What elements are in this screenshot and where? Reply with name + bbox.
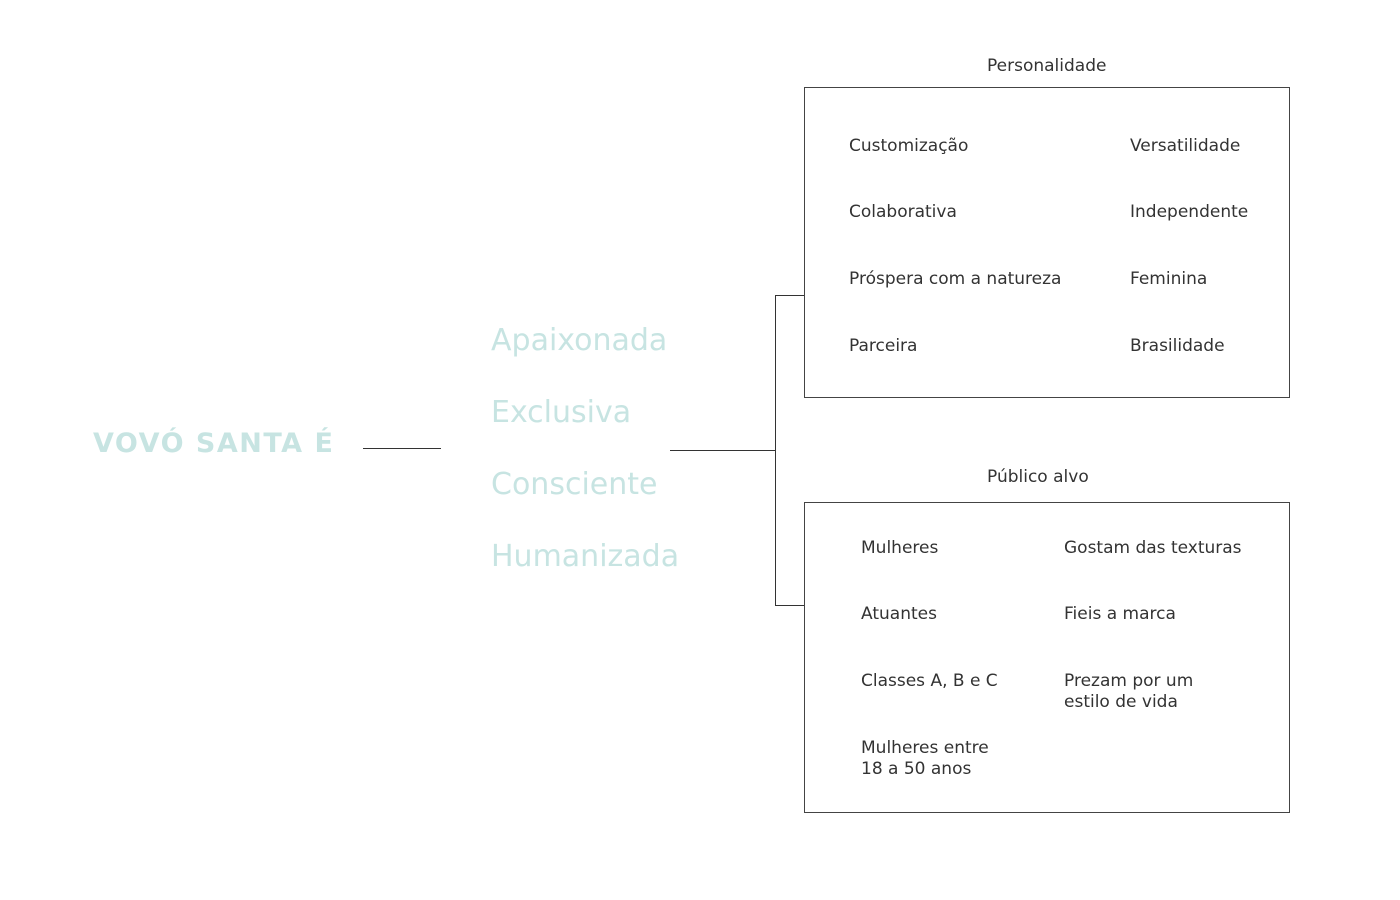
publico-alvo-item-multiline: Mulheres entre 18 a 50 anos <box>861 738 989 780</box>
publico-alvo-item: Atuantes <box>861 604 937 624</box>
publico-alvo-item-line: Prezam por um <box>1064 671 1194 691</box>
publico-alvo-item-line: Mulheres entre <box>861 738 989 758</box>
attribute-consciente: Consciente <box>491 467 658 502</box>
personalidade-item: Parceira <box>849 336 918 356</box>
attribute-humanizada: Humanizada <box>491 539 680 574</box>
publico-alvo-item: Mulheres <box>861 538 939 558</box>
publico-alvo-item: Classes A, B e C <box>861 671 998 691</box>
publico-alvo-title: Público alvo <box>987 467 1089 487</box>
publico-alvo-item-line: estilo de vida <box>1064 692 1178 712</box>
personalidade-item: Feminina <box>1130 269 1208 289</box>
attribute-exclusiva: Exclusiva <box>491 395 632 430</box>
publico-alvo-item: Fieis a marca <box>1064 604 1176 624</box>
personalidade-item: Colaborativa <box>849 202 957 222</box>
bracket-branch-publico-alvo <box>775 605 805 606</box>
publico-alvo-item-multiline: Prezam por um estilo de vida <box>1064 671 1193 713</box>
brand-title: VOVÓ SANTA É <box>93 428 335 459</box>
bracket-vertical <box>775 295 776 606</box>
personalidade-item: Customização <box>849 136 969 156</box>
personalidade-item: Versatilidade <box>1130 136 1241 156</box>
publico-alvo-item: Gostam das texturas <box>1064 538 1242 558</box>
connector-brand-attributes <box>363 448 441 449</box>
personalidade-box <box>804 87 1290 398</box>
personalidade-item: Independente <box>1130 202 1249 222</box>
connector-attributes-bracket <box>670 450 775 451</box>
personalidade-item: Próspera com a natureza <box>849 269 1062 289</box>
personalidade-item: Brasilidade <box>1130 336 1225 356</box>
bracket-branch-personalidade <box>775 295 805 296</box>
publico-alvo-box <box>804 502 1290 813</box>
publico-alvo-item-line: 18 a 50 anos <box>861 759 972 779</box>
personalidade-title: Personalidade <box>987 56 1107 76</box>
attribute-apaixonada: Apaixonada <box>491 323 668 358</box>
